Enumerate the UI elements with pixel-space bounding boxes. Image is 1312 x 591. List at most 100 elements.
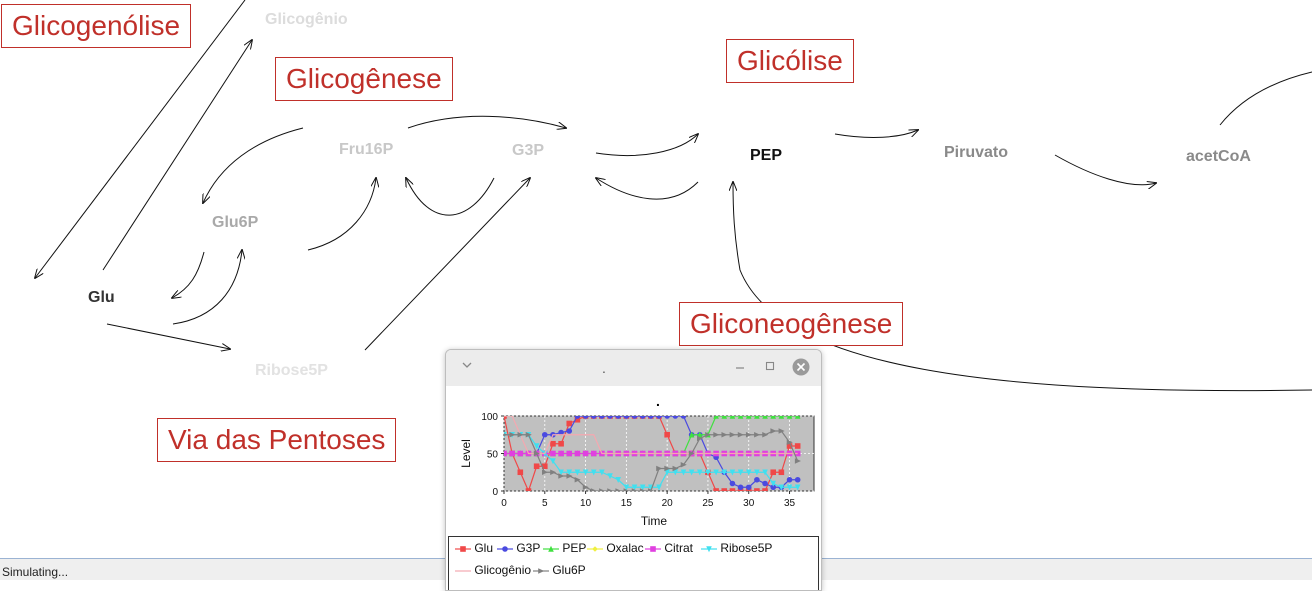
- legend-label: G3P: [513, 541, 541, 555]
- data-point: [631, 488, 638, 491]
- data-point: [623, 488, 630, 491]
- data-point: [737, 431, 744, 438]
- series-glu6p: [504, 428, 801, 491]
- node-acetcoa[interactable]: acetCoA: [1186, 148, 1251, 165]
- data-point: [786, 476, 793, 483]
- data-point: [590, 416, 597, 419]
- node-glicogenio[interactable]: Glicogênio: [265, 11, 348, 28]
- node-piruvato[interactable]: Piruvato: [944, 144, 1009, 161]
- minimize-icon[interactable]: [734, 359, 746, 375]
- data-point: [525, 488, 532, 491]
- legend-swatch: [587, 546, 603, 552]
- data-point: [615, 488, 622, 491]
- data-point: [705, 469, 711, 476]
- node-glu6p[interactable]: Glu6P: [212, 214, 259, 231]
- data-point: [615, 416, 622, 419]
- data-point: [517, 450, 524, 457]
- data-point: [778, 484, 785, 491]
- data-point: [664, 469, 670, 476]
- data-point: [639, 416, 646, 419]
- data-point: [582, 484, 589, 491]
- data-point: [599, 469, 605, 476]
- x-tick-label: 20: [662, 498, 674, 509]
- data-point: [550, 440, 556, 447]
- maximize-icon[interactable]: [764, 359, 776, 375]
- legend-item-pep: PEP: [543, 541, 586, 555]
- legend-item-g3p: G3P: [497, 541, 540, 555]
- data-point: [688, 469, 695, 476]
- glicogenolise-label: Glicogenólise: [1, 4, 192, 48]
- arrow-g3p-to-fru16p: [406, 178, 495, 216]
- data-point: [631, 484, 638, 491]
- data-point: [566, 450, 573, 457]
- data-point: [590, 488, 598, 491]
- legend-item-oxalac: Oxalac: [587, 541, 644, 555]
- series-g3p: [504, 416, 801, 491]
- data-point: [754, 488, 760, 491]
- arrow-ribose5p-to-g3p: [364, 178, 530, 351]
- arrow-glu6p-to-glu: [172, 251, 205, 298]
- node-ribose5p[interactable]: Ribose5P: [255, 362, 328, 379]
- legend-swatch-marker: [592, 546, 598, 552]
- node-fru16p[interactable]: Fru16P: [339, 141, 394, 158]
- data-point: [656, 416, 662, 419]
- arrow-glicogenio-to-glu: [35, 0, 246, 278]
- data-point: [582, 469, 589, 476]
- data-point: [794, 458, 801, 464]
- legend-label: Glu: [471, 541, 494, 555]
- data-point: [582, 416, 589, 419]
- node-g3p[interactable]: G3P: [512, 142, 545, 159]
- plot-window-titlebar[interactable]: .: [446, 350, 821, 386]
- data-point: [639, 484, 646, 491]
- arrow-glu-to-ribose5p: [106, 323, 230, 349]
- legend-label: Citrat: [661, 541, 694, 555]
- data-point: [504, 416, 507, 419]
- arrow-pep-to-piruvato: [834, 130, 918, 138]
- data-point: [558, 469, 564, 476]
- x-tick-label: 15: [621, 498, 633, 509]
- glicolise-label: Glicólise: [726, 39, 854, 83]
- data-point: [754, 469, 760, 476]
- data-point: [680, 469, 687, 476]
- data-point: [558, 450, 564, 457]
- gliconeogenese-label: Gliconeogênese: [679, 302, 904, 346]
- data-point: [794, 450, 801, 457]
- data-point: [762, 416, 768, 419]
- data-point: [615, 476, 622, 484]
- data-point: [745, 484, 752, 491]
- chevron-down-icon[interactable]: [461, 358, 473, 374]
- via-pentoses-label: Via das Pentoses: [157, 418, 397, 462]
- arrow-acetcoa-cycle: [1219, 71, 1312, 126]
- data-point: [794, 443, 801, 449]
- x-tick-label: 0: [501, 498, 507, 509]
- x-tick-label: 30: [743, 498, 755, 509]
- data-point: [550, 458, 556, 465]
- data-point: [729, 416, 736, 419]
- close-icon[interactable]: [792, 358, 810, 379]
- chart-legend: Glu G3P PEP Oxalac Citrat Ribose5P Glico…: [448, 536, 819, 590]
- data-point: [623, 416, 630, 419]
- data-point: [770, 428, 777, 434]
- node-pep[interactable]: PEP: [750, 147, 783, 164]
- data-point: [664, 416, 670, 419]
- data-point: [745, 469, 752, 476]
- arrow-glu6p-to-fru16p: [307, 178, 376, 251]
- data-point: [713, 469, 719, 476]
- data-point: [607, 416, 613, 419]
- legend-swatch: [455, 570, 471, 572]
- node-glu[interactable]: Glu: [88, 289, 115, 306]
- x-tick-label: 5: [542, 498, 548, 509]
- data-point: [713, 431, 720, 438]
- y-tick-label: 100: [481, 412, 498, 423]
- data-point: [794, 476, 801, 483]
- data-point: [664, 465, 671, 472]
- data-point: [754, 431, 761, 438]
- plot-window-title: .: [602, 360, 606, 376]
- data-point: [729, 488, 736, 491]
- arrow-g3p-to-pep: [595, 134, 698, 156]
- data-point: [770, 416, 777, 419]
- reaction-arrows: [0, 0, 1312, 392]
- data-point: [574, 416, 581, 419]
- data-point: [786, 484, 793, 491]
